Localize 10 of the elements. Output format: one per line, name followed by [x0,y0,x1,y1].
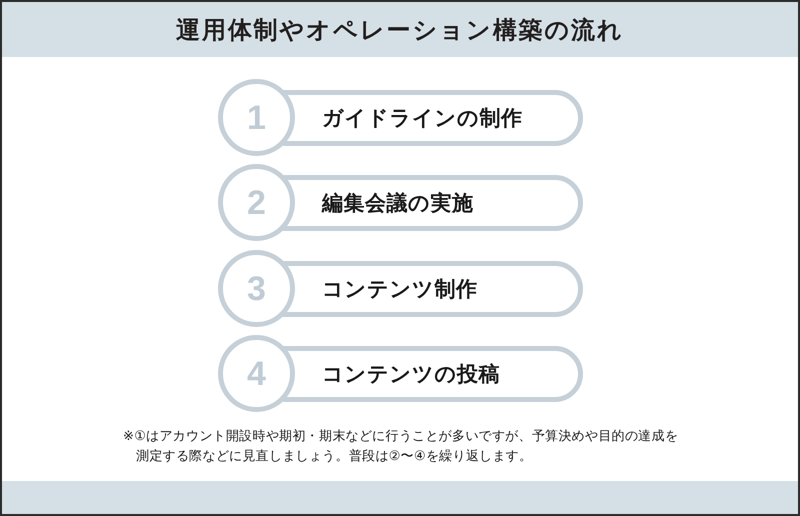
step-label: 編集会議の実施 [322,190,474,216]
step-label: コンテンツ制作 [322,276,478,302]
title: 運用体制やオペレーション構築の流れ [176,14,624,46]
step-number: 1 [247,100,266,134]
step-label: コンテンツの投稿 [322,361,500,387]
step-label: ガイドラインの制作 [322,105,522,131]
step-number: 2 [247,186,266,220]
footnote: ※①はアカウント開設時や期初・期末などに行うことが多いですが、予算決めや目的の達成を測定する際などに見直しましょう。普段は②〜④を繰り返します。 [123,428,680,466]
step-number: 4 [247,356,266,390]
step-number: 3 [247,272,266,306]
